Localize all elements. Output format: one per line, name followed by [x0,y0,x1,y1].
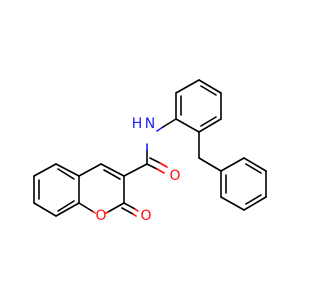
bond [55,163,80,177]
bond [146,163,158,170]
bond [162,118,177,128]
bond [175,118,200,133]
bond [33,202,57,217]
benzo-ring [33,163,80,217]
bond [198,157,222,172]
bond [33,163,57,177]
bond [55,202,80,217]
anilide-ring [175,79,222,133]
bond [105,211,109,214]
amide-n-label: N [145,116,155,132]
bond [200,116,217,127]
bond [78,163,102,177]
bond [245,163,262,174]
amide-h-label: H [132,116,143,132]
bond [198,79,222,94]
bond [156,126,164,132]
bond [57,200,75,212]
bond [220,196,245,211]
bond [121,207,134,215]
amide-group [123,118,177,177]
pyranone-ring [78,163,139,217]
bond [198,118,222,133]
bond [200,85,217,96]
bond [149,157,161,164]
structure-drawing: H N O O O [33,79,267,224]
bond [243,196,267,211]
amide-o-label: O [169,168,180,184]
bond [132,213,137,217]
bond [123,202,136,210]
bond [159,162,168,168]
bond [245,194,262,205]
lactone-o-label: O [140,208,151,224]
bond [134,208,139,212]
bond [107,202,125,213]
bond [103,169,121,180]
bond [156,168,165,174]
molecule-diagram: H N O O O [33,79,267,224]
bond [220,157,245,172]
bond [100,163,125,177]
bond [243,157,267,172]
bond [123,163,148,177]
bond [175,79,200,94]
bond [78,202,93,212]
bond [57,168,75,180]
ring-o-label: O [95,208,106,224]
benzyl-group [198,131,267,211]
